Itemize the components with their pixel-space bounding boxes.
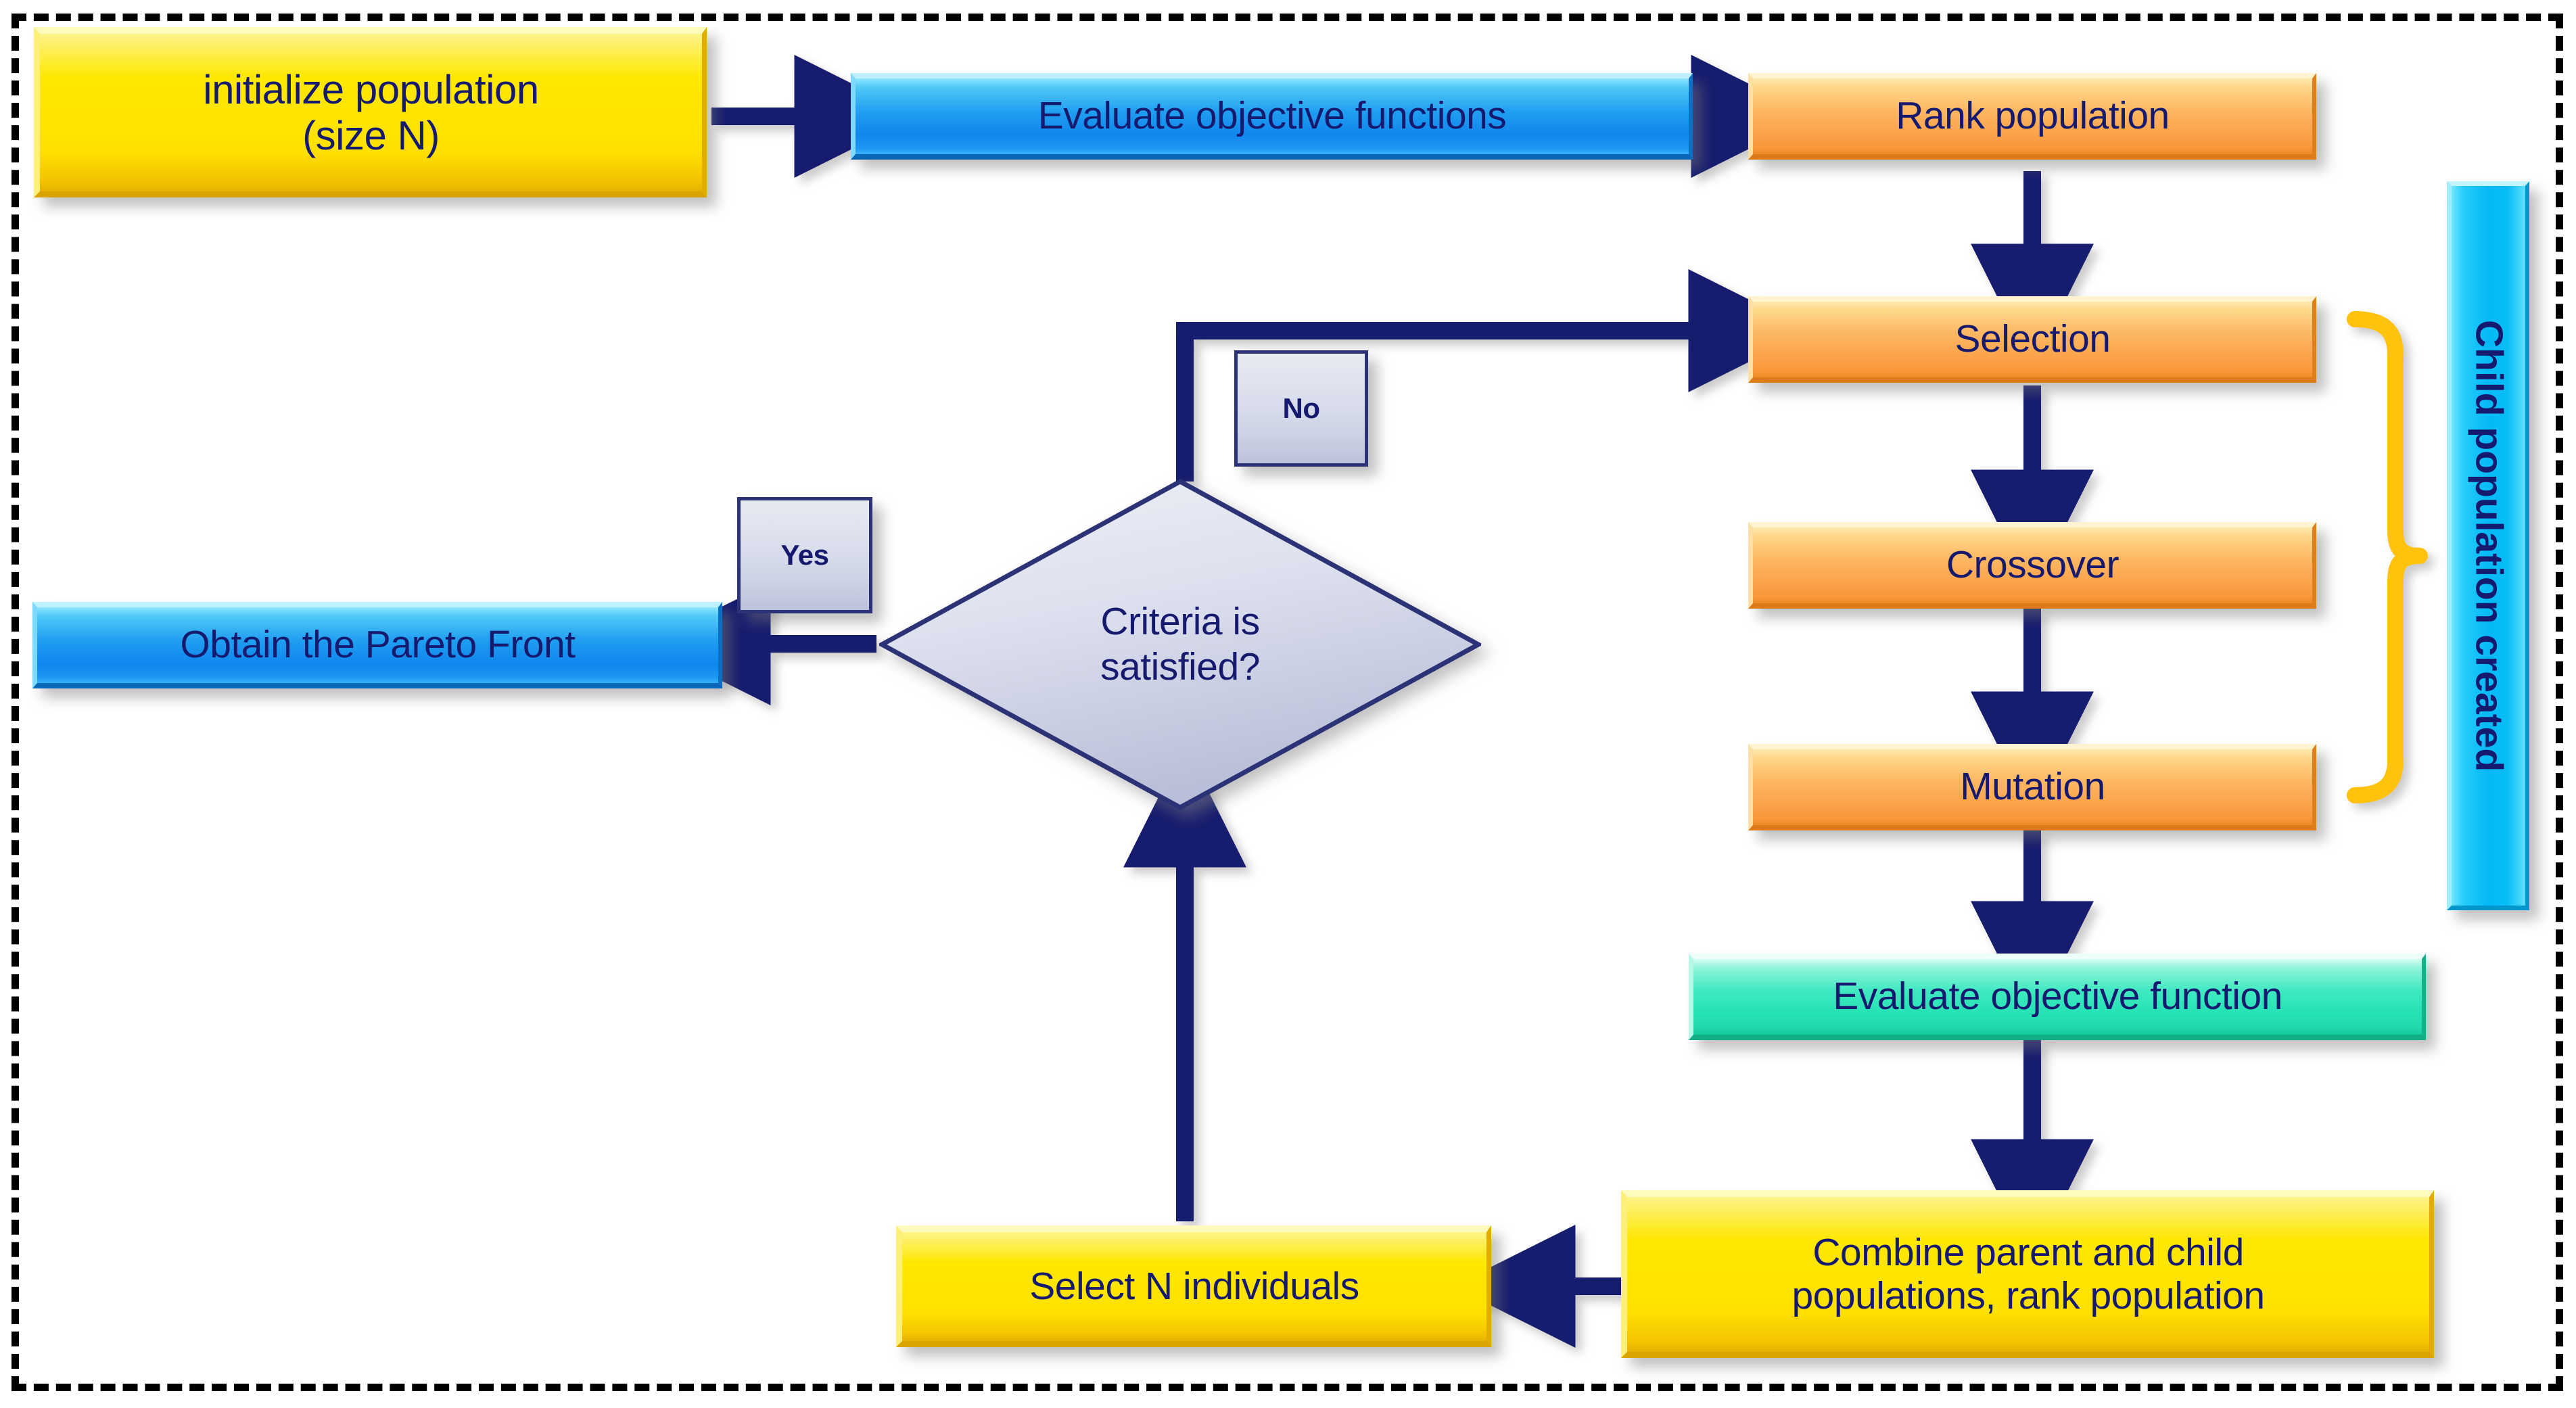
edge-label-no-text: No bbox=[1282, 392, 1321, 425]
node-crossover-label: Crossover bbox=[1946, 543, 2120, 587]
node-obtain-pareto-front[interactable]: Obtain the Pareto Front bbox=[32, 602, 722, 688]
combine-line2: populations, rank population bbox=[1792, 1273, 2265, 1317]
initialize-line1: initialize population bbox=[203, 67, 539, 113]
node-selection-label: Selection bbox=[1954, 317, 2111, 361]
node-evaluate-objective-functions-label: Evaluate objective functions bbox=[1037, 94, 1507, 138]
node-initialize-population[interactable]: initialize population (size N) bbox=[34, 27, 707, 197]
edge-label-yes: Yes bbox=[737, 497, 872, 613]
node-evaluate-objective-function[interactable]: Evaluate objective function bbox=[1689, 954, 2426, 1040]
node-criteria-decision[interactable] bbox=[879, 479, 1481, 810]
node-select-n-individuals[interactable]: Select N individuals bbox=[896, 1225, 1491, 1347]
edge-label-yes-text: Yes bbox=[780, 539, 829, 571]
node-rank-population-label: Rank population bbox=[1896, 94, 2170, 138]
node-initialize-population-label: initialize population (size N) bbox=[40, 67, 702, 158]
node-combine-populations-label: Combine parent and child populations, ra… bbox=[1627, 1231, 2429, 1318]
combine-line1: Combine parent and child bbox=[1812, 1230, 2244, 1274]
node-crossover[interactable]: Crossover bbox=[1748, 522, 2316, 609]
node-child-population-created[interactable]: Child population created bbox=[2447, 181, 2529, 910]
node-mutation-label: Mutation bbox=[1960, 765, 2105, 809]
node-child-population-created-label: Child population created bbox=[2467, 319, 2511, 772]
node-evaluate-objective-functions[interactable]: Evaluate objective functions bbox=[851, 73, 1693, 160]
edge-label-no: No bbox=[1234, 350, 1368, 467]
node-selection[interactable]: Selection bbox=[1748, 296, 2316, 383]
dashed-frame-border bbox=[11, 14, 2563, 1391]
node-combine-populations[interactable]: Combine parent and child populations, ra… bbox=[1621, 1190, 2434, 1358]
node-mutation[interactable]: Mutation bbox=[1748, 744, 2316, 830]
node-obtain-pareto-front-label: Obtain the Pareto Front bbox=[180, 623, 576, 667]
node-rank-population[interactable]: Rank population bbox=[1748, 73, 2316, 160]
initialize-line2: (size N) bbox=[302, 112, 440, 158]
node-select-n-individuals-label: Select N individuals bbox=[1029, 1264, 1359, 1308]
node-evaluate-objective-function-label: Evaluate objective function bbox=[1833, 975, 2282, 1018]
